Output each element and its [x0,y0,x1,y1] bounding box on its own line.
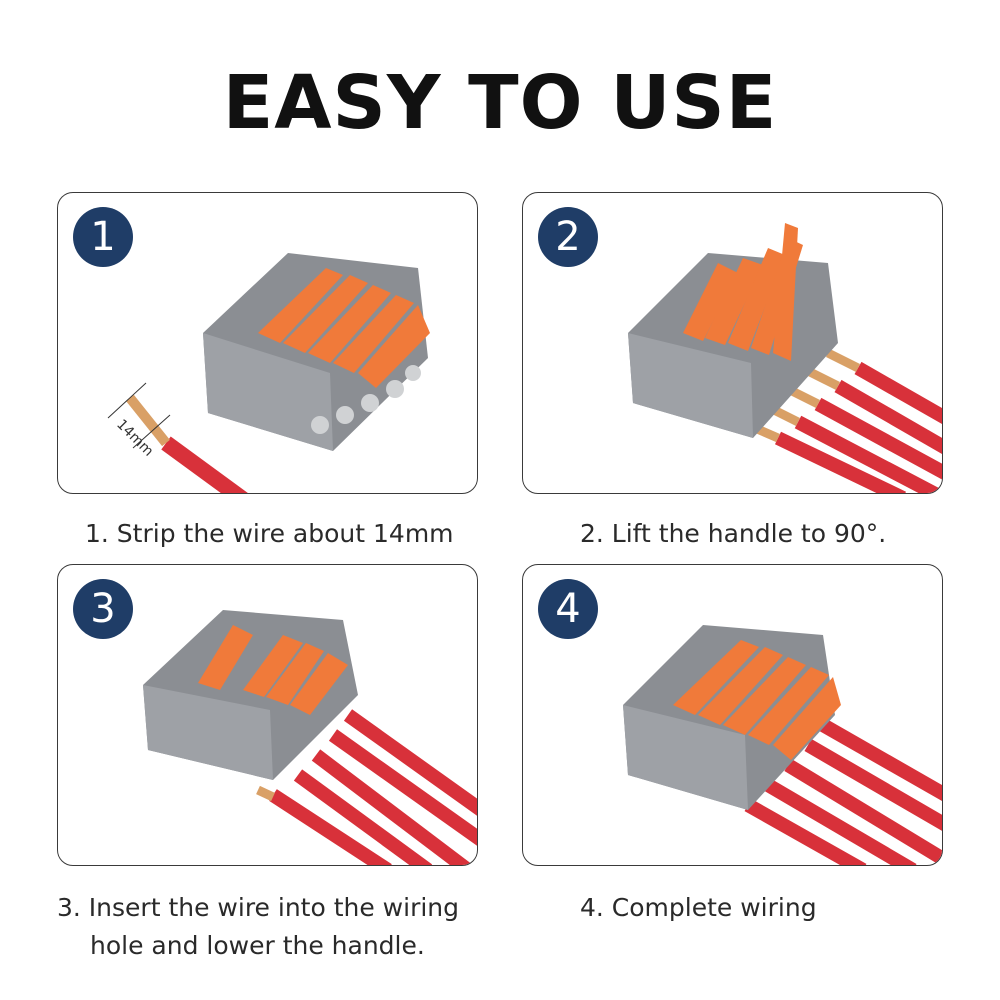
stripped-wire [107,382,248,493]
step-1-panel: 1 14mm [57,192,478,494]
step-1-badge: 1 [73,207,133,267]
step-2-badge: 2 [538,207,598,267]
step-4-panel: 4 [522,564,943,866]
step-1-caption: 1. Strip the wire about 14mm [85,519,454,548]
wires [256,709,477,865]
step-3-badge: 3 [73,579,133,639]
step-3-panel: 3 [57,564,478,866]
page-title: EASY TO USE [222,60,778,146]
wires [744,718,942,865]
step-4-caption: 4. Complete wiring [580,893,817,922]
step-3-caption-line-1: 3. Insert the wire into the wiring [57,893,460,922]
wires [746,348,942,493]
step-2-caption: 2. Lift the handle to 90°. [580,519,887,548]
connector-insert-wire-illustration [143,610,477,865]
step-3-caption-line-2: hole and lower the handle. [90,931,425,960]
connector [203,253,430,451]
connector [623,625,841,810]
connector [143,610,358,780]
step-2-panel: 2 [522,192,943,494]
connector-levers-lifted-illustration [628,223,942,493]
step-4-badge: 4 [538,579,598,639]
connector-closed-with-stripped-wire-illustration: 14mm [107,253,430,493]
connector [628,223,838,438]
connector-wiring-complete-illustration [623,625,942,865]
